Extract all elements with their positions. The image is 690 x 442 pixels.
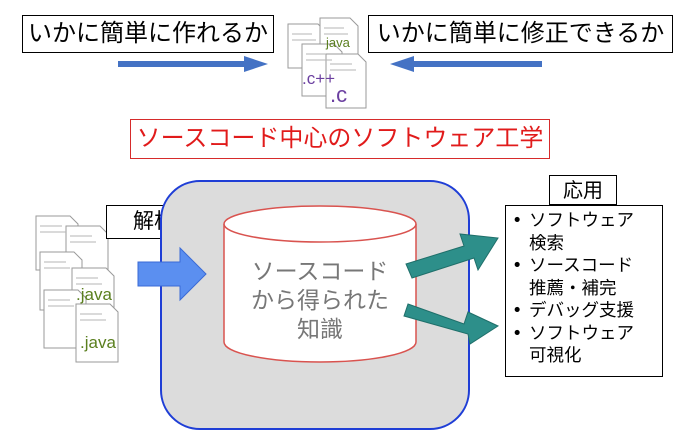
application-item-line1: ソースコード <box>529 256 634 276</box>
application-item-line1: ソフトウェア <box>529 323 634 344</box>
knowledge-line-3: 知識 <box>297 317 343 343</box>
applications-list: ソフトウェア 検索 ソースコード 推薦・補完 デバッグ支援 ソフトウェア 可視化 <box>505 205 663 377</box>
application-item: ソースコード 推薦・補完 <box>512 255 658 300</box>
knowledge-cylinder <box>223 205 417 363</box>
header-right-label: いかに簡単に修正できるか <box>368 15 673 53</box>
source-files-left-icon: .java .java <box>35 215 119 363</box>
application-item-line2: 可視化 <box>529 346 582 366</box>
application-item-line2: 推薦・補完 <box>529 278 617 299</box>
c-file-label: .c <box>330 82 347 107</box>
source-files-top-icon: java .c++ .c <box>287 17 367 109</box>
applications-title: 応用 <box>549 175 617 205</box>
left-header-arrow <box>118 56 268 72</box>
cpp-file-label: .c++ <box>302 69 335 88</box>
knowledge-line-1: ソースコード <box>251 259 389 285</box>
analysis-arrow <box>137 246 207 302</box>
java-file-label-2: .java <box>80 333 116 352</box>
output-arrow-upper <box>405 233 499 279</box>
output-arrow-lower <box>403 303 500 345</box>
knowledge-line-2: から得られた <box>251 288 389 314</box>
knowledge-text: ソースコード から得られた 知識 <box>222 258 418 345</box>
application-item-line1: ソフトウェア <box>529 211 634 231</box>
output-arrows <box>403 233 500 345</box>
application-item: デバッグ支援 <box>512 300 658 323</box>
application-item: ソフトウェア 可視化 <box>512 323 658 368</box>
header-left-label: いかに簡単に作れるか <box>22 15 274 53</box>
java-file-label: java <box>325 35 351 50</box>
java-file-label-1: .java <box>76 285 112 304</box>
right-header-arrow <box>390 56 542 72</box>
application-item-line1: デバッグ支援 <box>529 301 634 321</box>
application-item-line2: 検索 <box>529 233 564 254</box>
application-item: ソフトウェア 検索 <box>512 210 658 255</box>
main-title: ソースコード中心のソフトウェア工学 <box>130 119 550 159</box>
